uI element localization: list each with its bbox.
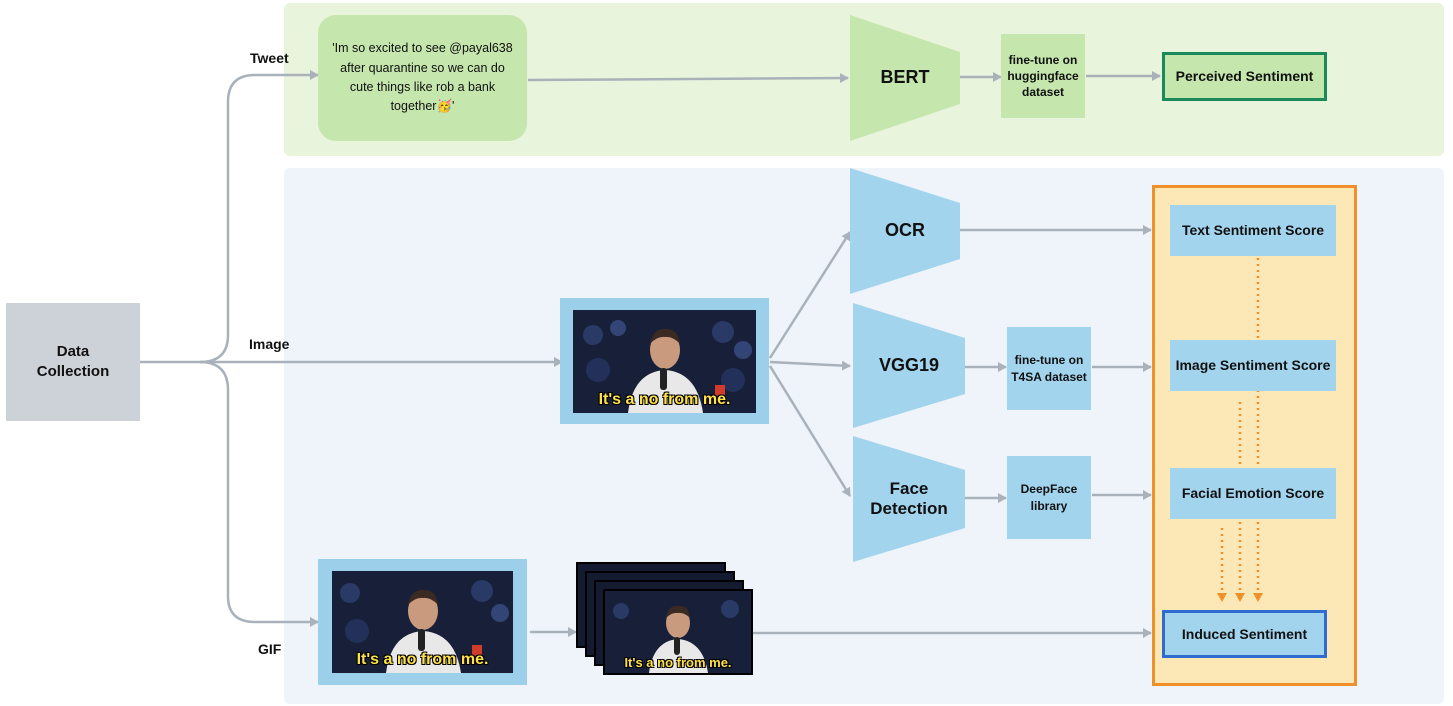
edge-tweet-bert xyxy=(527,73,849,84)
gif-frame-caption: It's a no from me. xyxy=(624,655,732,670)
perceived-sentiment-label: Perceived Sentiment xyxy=(1175,68,1314,85)
finetune-huggingface-box: fine-tune on huggingface dataset xyxy=(1001,34,1085,118)
sentiment-scores-container xyxy=(1152,185,1357,686)
face-detection-label: Face Detection xyxy=(870,478,948,518)
tweet-text: 'Im so excited to see @payal638 after qu… xyxy=(332,41,513,114)
deepface-box: DeepFace library xyxy=(1007,456,1091,539)
finetune-huggingface-label: fine-tune on huggingface dataset xyxy=(1007,52,1079,100)
data-collection-label: Data Collection xyxy=(36,342,110,380)
vgg19-label: VGG19 xyxy=(878,355,940,376)
bert-shape xyxy=(850,15,960,141)
finetune-t4sa-box: fine-tune on T4SA dataset xyxy=(1007,327,1091,410)
finetune-t4sa-label: fine-tune on T4SA dataset xyxy=(1011,353,1087,384)
text-sentiment-score-label: Text Sentiment Score xyxy=(1181,222,1325,239)
face-detection-shape xyxy=(853,436,965,562)
image-input-frame: It's a no from me. xyxy=(560,298,769,424)
gif-caption: It's a no from me. xyxy=(356,651,489,668)
vgg19-shape xyxy=(853,303,965,428)
image-sentiment-score-label: Image Sentiment Score xyxy=(1175,357,1331,374)
edge-to-tweet xyxy=(199,70,319,364)
facial-emotion-score-label: Facial Emotion Score xyxy=(1181,485,1325,502)
image-sentiment-score-box: Image Sentiment Score xyxy=(1170,340,1336,391)
facial-emotion-score-box: Facial Emotion Score xyxy=(1170,468,1336,519)
edge-to-gif xyxy=(199,360,319,627)
data-collection-box: Data Collection xyxy=(6,303,140,421)
induced-sentiment-box: Induced Sentiment xyxy=(1162,610,1327,658)
perceived-sentiment-box: Perceived Sentiment xyxy=(1162,52,1327,101)
gif-image: It's a no from me. xyxy=(332,571,513,673)
edge-image-face xyxy=(768,365,852,497)
text-sentiment-score-box: Text Sentiment Score xyxy=(1170,205,1336,256)
gif-input-frame: It's a no from me. xyxy=(318,559,527,685)
image-label: Image xyxy=(249,336,290,352)
gif-label: GIF xyxy=(258,641,282,657)
induced-sentiment-label: Induced Sentiment xyxy=(1181,625,1308,642)
gif-frame-stack: It's a no from me. xyxy=(576,562,754,676)
meme-caption: It's a no from me. xyxy=(598,391,731,408)
deepface-label: DeepFace library xyxy=(1020,482,1078,513)
meme-image: It's a no from me. xyxy=(573,310,756,413)
ocr-shape xyxy=(850,168,960,294)
edge-image-ocr xyxy=(768,231,852,359)
bert-label: BERT xyxy=(880,67,930,88)
edge-image-vgg xyxy=(769,360,851,371)
ocr-label: OCR xyxy=(885,220,925,241)
tweet-label: Tweet xyxy=(250,50,289,66)
gif-frame-4: It's a no from me. xyxy=(603,589,753,675)
tweet-bubble: 'Im so excited to see @payal638 after qu… xyxy=(318,15,527,141)
